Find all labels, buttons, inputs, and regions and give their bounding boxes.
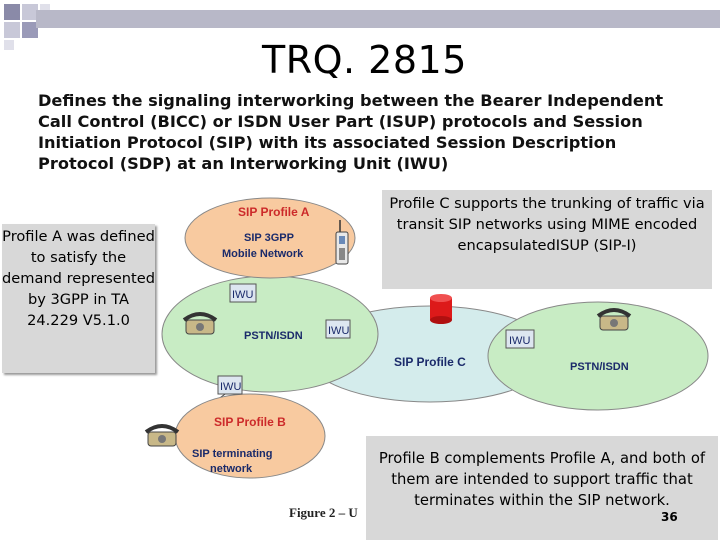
- telephone-icon: [144, 424, 180, 447]
- database-icon: [430, 294, 452, 324]
- profile-a-callout: Profile A was defined to satisfy the dem…: [2, 224, 155, 373]
- network-label: network: [210, 463, 253, 475]
- iwu-right-label: IWU: [509, 335, 530, 347]
- iwu-top-label: IWU: [232, 289, 253, 301]
- sip-profile-c-label: SIP Profile C: [394, 355, 466, 369]
- sip-profile-a-ellipse: [184, 197, 356, 279]
- sip-3gpp-label: SIP 3GPP: [244, 232, 294, 244]
- page-number: 36: [661, 510, 678, 524]
- slide-title: TRQ. 2815: [262, 38, 467, 82]
- pstn-isdn-left-label: PSTN/ISDN: [244, 330, 303, 342]
- figure-caption: Figure 2 – U: [289, 505, 358, 520]
- sip-profile-a-label: SIP Profile A: [238, 205, 310, 219]
- sip-profile-b-label: SIP Profile B: [214, 415, 286, 429]
- header-bar: [36, 10, 720, 28]
- pstn-isdn-right-ellipse: [487, 301, 709, 411]
- iwu-box-middle: IWU: [325, 319, 351, 339]
- iwu-middle-label: IWU: [328, 325, 349, 337]
- iwu-box-bottom: IWU: [217, 375, 243, 395]
- iwu-box-top: IWU: [229, 283, 257, 303]
- iwu-bottom-label: IWU: [220, 381, 241, 393]
- pstn-isdn-right-label: PSTN/ISDN: [570, 361, 629, 373]
- sip-terminating-label: SIP terminating: [192, 448, 272, 460]
- profile-c-callout: Profile C supports the trunking of traff…: [382, 190, 712, 289]
- telephone-icon: [182, 312, 218, 335]
- profile-b-callout: Profile B complements Profile A, and bot…: [366, 436, 718, 540]
- iwu-box-right: IWU: [505, 329, 535, 349]
- intro-text: Defines the signaling interworking betwe…: [38, 91, 664, 173]
- telephone-icon: [596, 308, 632, 331]
- mobile-network-label: Mobile Network: [222, 248, 304, 260]
- mobile-phone-icon: [335, 220, 349, 265]
